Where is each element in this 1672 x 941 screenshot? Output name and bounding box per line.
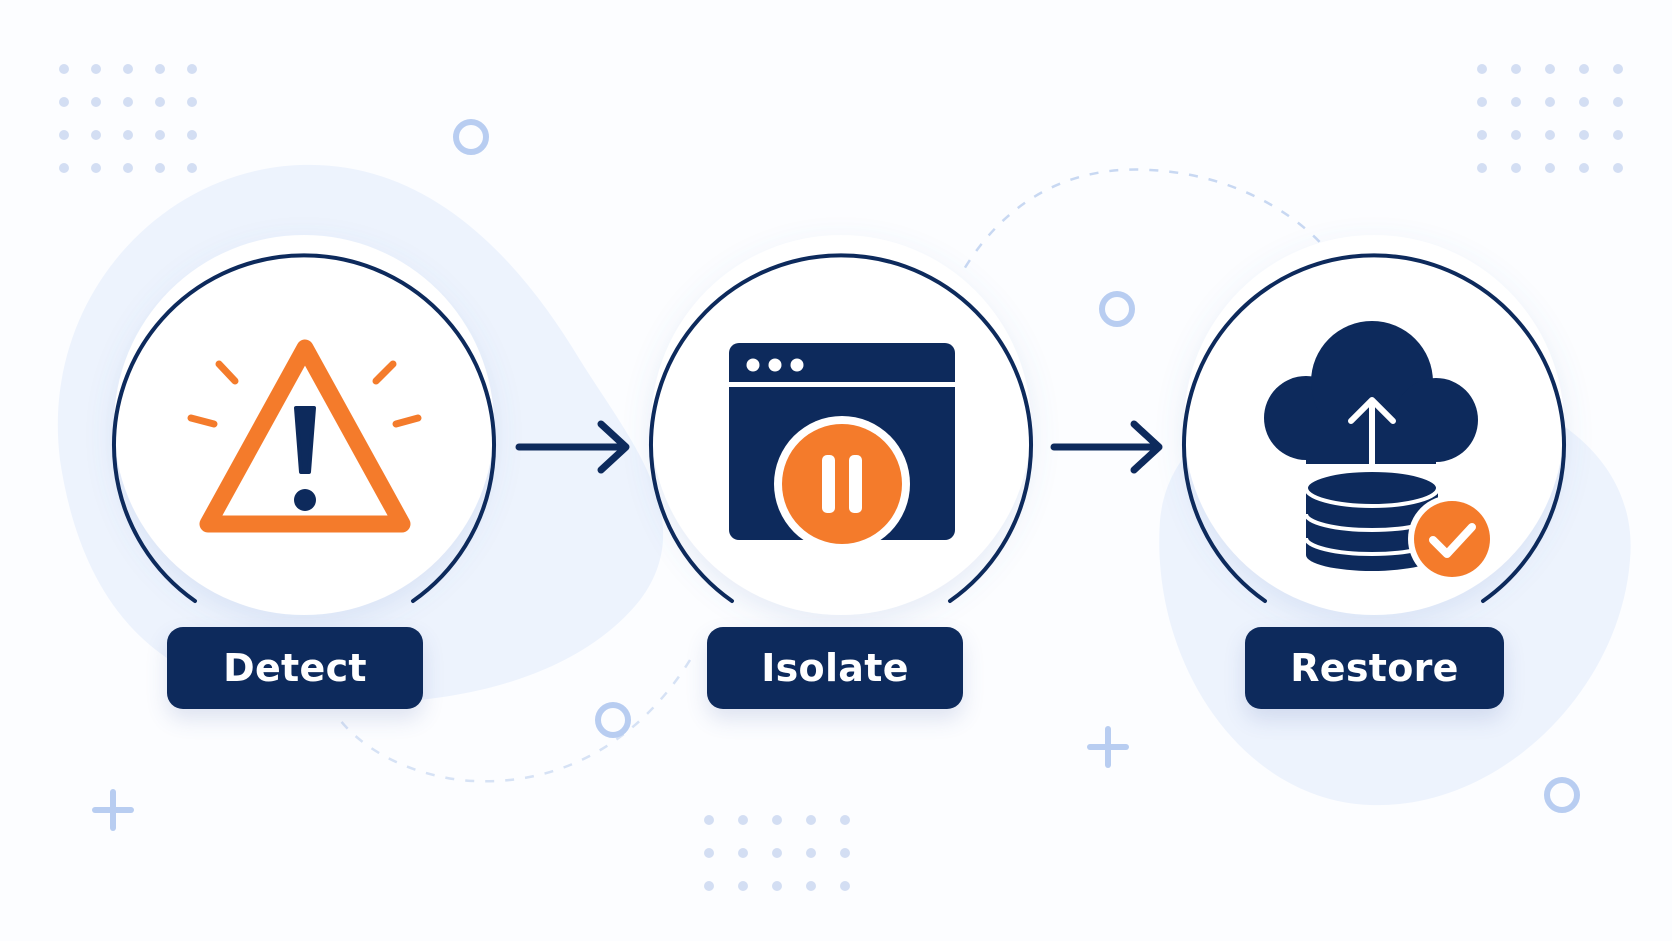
decor-dot	[704, 815, 714, 825]
decor-dot	[187, 64, 197, 74]
decor-dot	[1477, 97, 1487, 107]
decor-dot	[1579, 64, 1589, 74]
decor-dot	[1545, 97, 1555, 107]
decor-ring	[595, 702, 631, 738]
detect-label: Detect	[167, 627, 423, 709]
decor-dot	[155, 64, 165, 74]
decor-dot	[772, 881, 782, 891]
step-circle-outline	[112, 253, 496, 603]
decor-dot	[806, 881, 816, 891]
warning-triangle-icon	[187, 339, 422, 533]
decor-dot	[187, 97, 197, 107]
decor-dot	[155, 130, 165, 140]
step-circle-outline	[649, 253, 1033, 603]
decor-dot	[1477, 163, 1487, 173]
decor-dot	[1511, 130, 1521, 140]
decor-dot	[91, 163, 101, 173]
decor-dot	[187, 130, 197, 140]
decor-dot	[738, 815, 748, 825]
decor-dot	[840, 848, 850, 858]
decor-dot	[772, 848, 782, 858]
dot-grid-top-right	[1477, 64, 1623, 173]
decor-dot	[1477, 64, 1487, 74]
step-detect	[112, 235, 496, 615]
decor-plus-icon	[1087, 726, 1129, 768]
dashed-curve-top	[953, 168, 1347, 286]
decor-dot	[1545, 130, 1555, 140]
decor-dot	[1579, 97, 1589, 107]
decor-dot	[59, 130, 69, 140]
decor-dot	[123, 163, 133, 173]
decor-dot	[738, 881, 748, 891]
decor-ring	[453, 119, 489, 155]
decor-dot	[91, 130, 101, 140]
decor-dot	[123, 130, 133, 140]
decor-dot	[155, 163, 165, 173]
decor-ring	[1544, 777, 1580, 813]
decor-dot	[806, 815, 816, 825]
decor-dot	[59, 97, 69, 107]
decor-dot	[1545, 64, 1555, 74]
decor-dot	[840, 815, 850, 825]
step-isolate	[649, 235, 1033, 615]
decor-dot	[1511, 97, 1521, 107]
step-restore	[1182, 235, 1566, 615]
decor-dot	[704, 848, 714, 858]
decor-dot	[1579, 163, 1589, 173]
cloud-database-restore-icon	[1264, 321, 1496, 583]
decor-dot	[738, 848, 748, 858]
decor-dot	[1613, 97, 1623, 107]
decor-dot	[1511, 64, 1521, 74]
decor-dot	[1579, 130, 1589, 140]
decor-dot	[155, 97, 165, 107]
decor-dot	[59, 64, 69, 74]
decor-dot	[123, 97, 133, 107]
dot-grid-top-left	[59, 64, 197, 173]
decor-dot	[1477, 130, 1487, 140]
isolate-label: Isolate	[707, 627, 963, 709]
decor-dot	[1613, 130, 1623, 140]
decor-dot	[187, 163, 197, 173]
decor-dot	[704, 881, 714, 891]
decor-dot	[1613, 64, 1623, 74]
browser-window-pause-icon	[729, 343, 955, 552]
dot-grid-bottom-center	[704, 815, 850, 891]
step-circle-outline	[1182, 253, 1566, 603]
decor-dot	[91, 64, 101, 74]
dashed-curve-bottom	[339, 659, 692, 783]
decor-dot	[840, 881, 850, 891]
decor-plus-icon	[92, 789, 134, 831]
arrow-right-icon	[1050, 420, 1163, 474]
decor-ring	[1099, 291, 1135, 327]
decor-dot	[1545, 163, 1555, 173]
restore-label: Restore	[1245, 627, 1504, 709]
decor-dot	[91, 97, 101, 107]
decor-dot	[772, 815, 782, 825]
decor-dot	[123, 64, 133, 74]
arrow-right-icon	[515, 420, 630, 474]
decor-dot	[1613, 163, 1623, 173]
decor-dot	[806, 848, 816, 858]
decor-dot	[59, 163, 69, 173]
decor-dot	[1511, 163, 1521, 173]
